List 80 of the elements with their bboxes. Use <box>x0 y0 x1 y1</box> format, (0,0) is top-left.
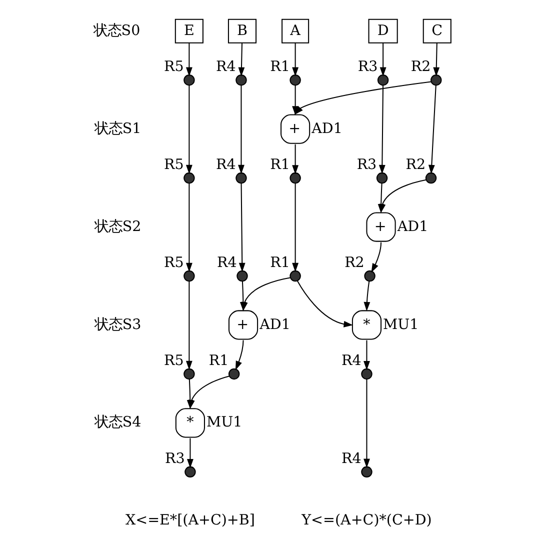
label: 状态S0 <box>93 22 140 39</box>
arrow <box>292 144 299 174</box>
node-circle <box>184 74 195 86</box>
arrow <box>186 85 192 174</box>
node-circle <box>184 270 195 282</box>
label: 状态S2 <box>94 218 142 235</box>
node-circle <box>236 74 247 86</box>
node-label: R4 <box>216 59 236 76</box>
node-circle <box>377 74 389 86</box>
arrow <box>238 43 245 76</box>
node-circle <box>236 172 247 184</box>
label: X<=E*[(A+C)+B] <box>125 512 255 529</box>
arrow <box>238 183 246 272</box>
node-circle <box>430 74 442 86</box>
arrow <box>238 85 244 174</box>
node-label: R1 <box>270 157 290 174</box>
arrow <box>186 438 194 468</box>
node-circle <box>364 270 376 282</box>
node-label: R3 <box>164 450 185 467</box>
arrow <box>235 340 244 370</box>
node-circle <box>376 172 388 184</box>
arrow <box>296 280 353 328</box>
label: 状态S3 <box>94 316 142 333</box>
node-label: AD1 <box>260 316 290 333</box>
node-box: B <box>228 18 257 44</box>
node-circle <box>361 466 372 478</box>
node-circle <box>184 368 195 380</box>
node-circle <box>184 466 196 478</box>
node-circle <box>236 270 248 282</box>
arrow <box>186 183 192 272</box>
arrow <box>378 183 384 214</box>
arrow <box>371 242 382 273</box>
arrow <box>292 183 299 272</box>
arrow <box>380 43 386 76</box>
node-label: R4 <box>217 255 237 272</box>
label: 状态S1 <box>94 120 142 137</box>
node-label: R2 <box>410 59 431 76</box>
arrow <box>186 43 192 76</box>
arrow <box>433 43 440 76</box>
node-label: R1 <box>208 352 229 369</box>
arrow <box>186 281 192 370</box>
arrow <box>294 81 432 115</box>
node-box: E <box>174 18 204 44</box>
label: 状态S4 <box>94 414 142 431</box>
node-label: R5 <box>164 352 184 369</box>
node-circle <box>290 74 301 86</box>
node-circle <box>184 172 195 184</box>
node-label: R3 <box>356 157 377 174</box>
node-label: AD1 <box>397 218 428 235</box>
node-label: R4 <box>342 352 362 369</box>
node-label: AD1 <box>312 120 342 137</box>
node-label: R2 <box>344 255 364 272</box>
node-circle <box>425 172 437 184</box>
node-label: R5 <box>164 157 184 174</box>
node-box: D <box>368 18 398 44</box>
node-circle <box>290 270 301 282</box>
arrow <box>292 43 299 76</box>
node-label: R5 <box>164 255 184 272</box>
node-label: R1 <box>270 59 290 76</box>
node-circle <box>290 172 301 184</box>
node-circle <box>361 368 372 380</box>
arrow <box>364 340 370 370</box>
arrow <box>241 277 290 312</box>
node-label: R2 <box>406 157 426 174</box>
node-box: C <box>422 18 452 44</box>
node-label: R4 <box>216 157 236 174</box>
arrow <box>188 376 230 410</box>
node-label: R3 <box>358 59 378 76</box>
node-label: MU1 <box>383 316 419 333</box>
label: Y<=(A+C)*(C+D) <box>302 512 432 529</box>
arrow <box>364 281 370 312</box>
arrow <box>428 85 436 174</box>
node-label: MU1 <box>206 414 242 431</box>
arrow <box>364 379 370 468</box>
node-label: R4 <box>342 450 362 467</box>
node-label: R5 <box>164 59 184 76</box>
node-box: A <box>282 18 310 44</box>
node-circle <box>228 368 240 380</box>
node-label: R1 <box>270 255 290 272</box>
arrow <box>378 85 386 174</box>
